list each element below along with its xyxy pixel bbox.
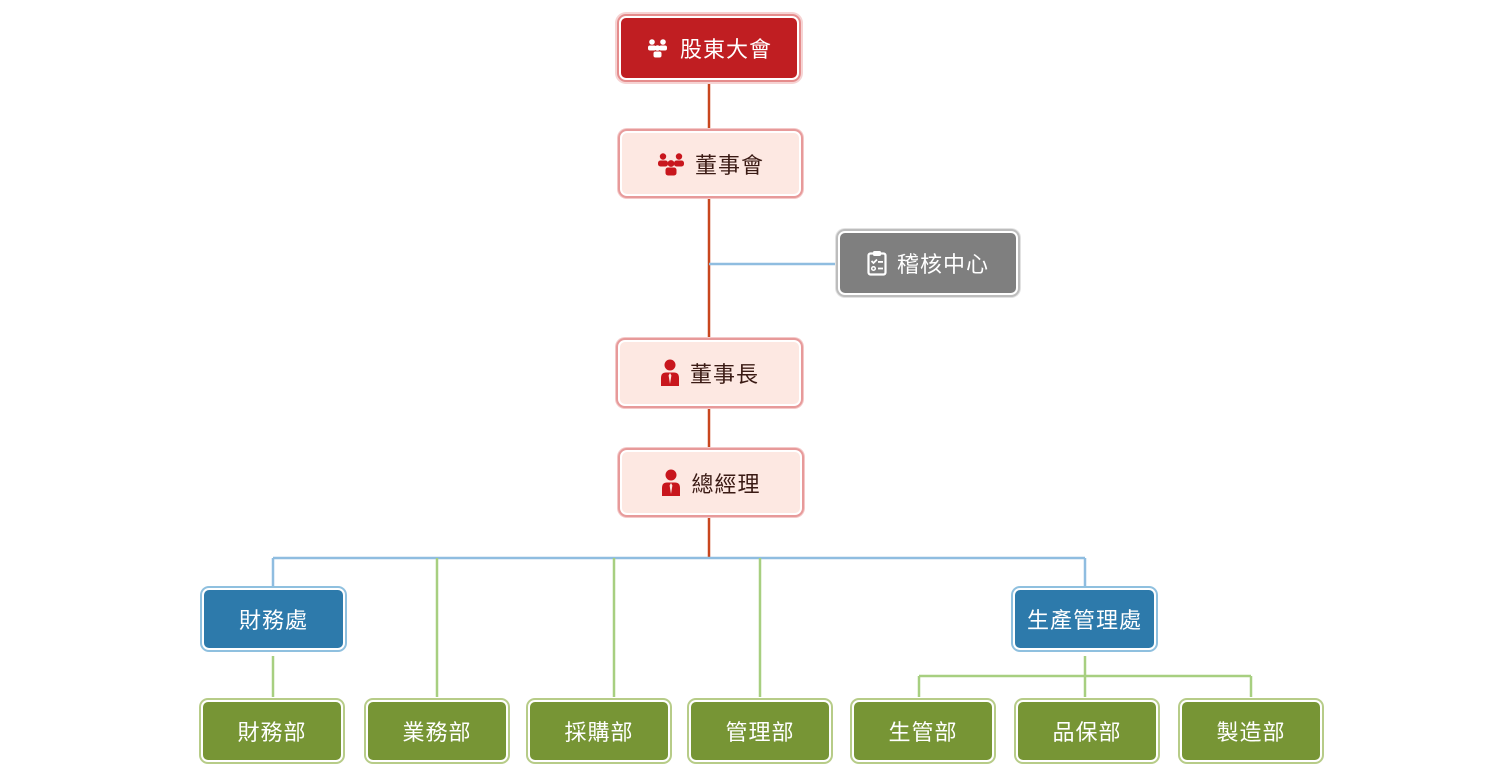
node-sales-dept[interactable]: 業務部 [366, 700, 508, 762]
clipboard-checklist-icon [867, 250, 887, 276]
person-icon [661, 469, 681, 497]
node-label: 股東大會 [679, 38, 772, 63]
node-label: 董事長 [689, 363, 759, 388]
node-manufacturing-dept[interactable]: 製造部 [1180, 700, 1322, 762]
node-label: 管理部 [725, 721, 795, 746]
node-admin-dept[interactable]: 管理部 [689, 700, 831, 762]
node-production-control-dept[interactable]: 生管部 [852, 700, 994, 762]
node-chairman[interactable]: 董事長 [618, 340, 801, 406]
green-connectors [271, 558, 1253, 697]
node-label: 財務部 [237, 721, 307, 746]
person-icon [660, 359, 680, 387]
node-label: 生產管理處 [1026, 609, 1142, 634]
group-icon [657, 152, 685, 176]
node-label: 採購部 [564, 721, 634, 746]
group-icon [646, 38, 670, 58]
node-purchasing-dept[interactable]: 採購部 [528, 700, 670, 762]
node-audit[interactable]: 稽核中心 [838, 231, 1018, 295]
node-label: 品保部 [1052, 721, 1122, 746]
node-label: 董事會 [694, 153, 764, 179]
node-finance-office[interactable]: 財務處 [202, 588, 345, 650]
blue-connectors [271, 262, 1087, 586]
node-quality-dept[interactable]: 品保部 [1016, 700, 1158, 762]
node-board[interactable]: 董事會 [620, 131, 801, 196]
node-label: 稽核中心 [896, 253, 989, 278]
node-production-office[interactable]: 生產管理處 [1013, 588, 1156, 650]
node-label: 生管部 [888, 721, 958, 746]
node-label: 業務部 [402, 721, 472, 746]
node-shareholders[interactable]: 股東大會 [619, 16, 799, 80]
node-label: 財務處 [238, 609, 308, 634]
node-finance-dept[interactable]: 財務部 [201, 700, 343, 762]
node-label: 總經理 [691, 472, 761, 498]
node-gm[interactable]: 總經理 [620, 450, 802, 515]
node-label: 製造部 [1216, 721, 1286, 746]
